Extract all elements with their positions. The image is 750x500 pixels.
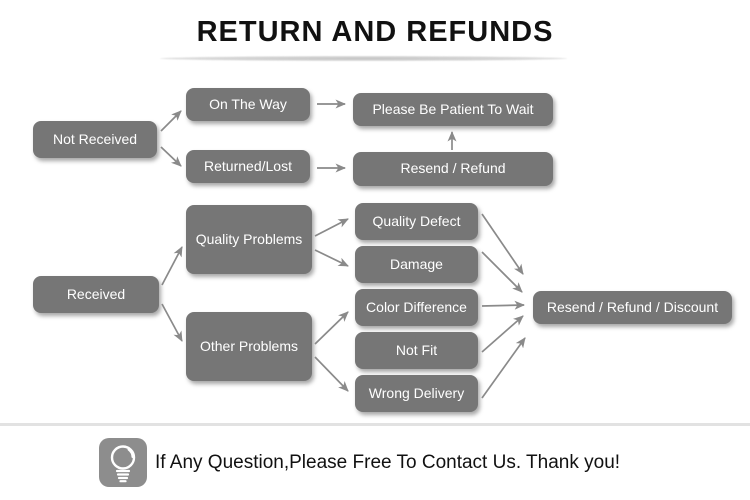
node-resend-refund: Resend / Refund xyxy=(353,152,553,186)
arrow-notreceived-returnedlost xyxy=(160,146,182,167)
page-title: RETURN AND REFUNDS xyxy=(196,16,554,48)
contact-message: If Any Question,Please Free To Contact U… xyxy=(155,451,621,473)
node-other-problems: Other Problems xyxy=(186,312,312,381)
arrow-qualityproblems-qualitydefect xyxy=(314,218,349,237)
node-not-received: Not Received xyxy=(33,121,157,158)
arrow-colordifference-final xyxy=(481,300,525,310)
node-color-difference: Color Difference xyxy=(355,289,478,326)
node-returned-lost: Returned/Lost xyxy=(186,150,310,183)
arrow-wrongdelivery-final xyxy=(481,337,526,399)
arrow-received-qualityproblems xyxy=(161,246,183,286)
arrow-notreceived-ontheway xyxy=(160,110,182,132)
arrow-otherproblems-wrongdelivery xyxy=(314,356,349,392)
node-damage: Damage xyxy=(355,246,478,283)
node-quality-problems: Quality Problems xyxy=(186,205,312,274)
node-received: Received xyxy=(33,276,159,313)
node-not-fit: Not Fit xyxy=(355,332,478,369)
node-resend-refund-discount: Resend / Refund / Discount xyxy=(533,291,732,324)
lightbulb-icon xyxy=(99,438,147,487)
arrow-qualitydefect-final xyxy=(481,213,524,275)
node-please-be-patient: Please Be Patient To Wait xyxy=(353,93,553,126)
node-wrong-delivery: Wrong Delivery xyxy=(355,375,478,412)
title-underline-shadow xyxy=(160,56,567,61)
arrow-received-otherproblems xyxy=(161,303,183,342)
arrow-damage-final xyxy=(481,251,523,293)
node-on-the-way: On The Way xyxy=(186,88,310,121)
footer-divider xyxy=(0,423,750,426)
arrow-qualityproblems-damage xyxy=(314,249,349,267)
arrow-notfit-final xyxy=(481,315,524,353)
node-quality-defect: Quality Defect xyxy=(355,203,478,240)
arrow-otherproblems-colordifference xyxy=(314,311,349,345)
